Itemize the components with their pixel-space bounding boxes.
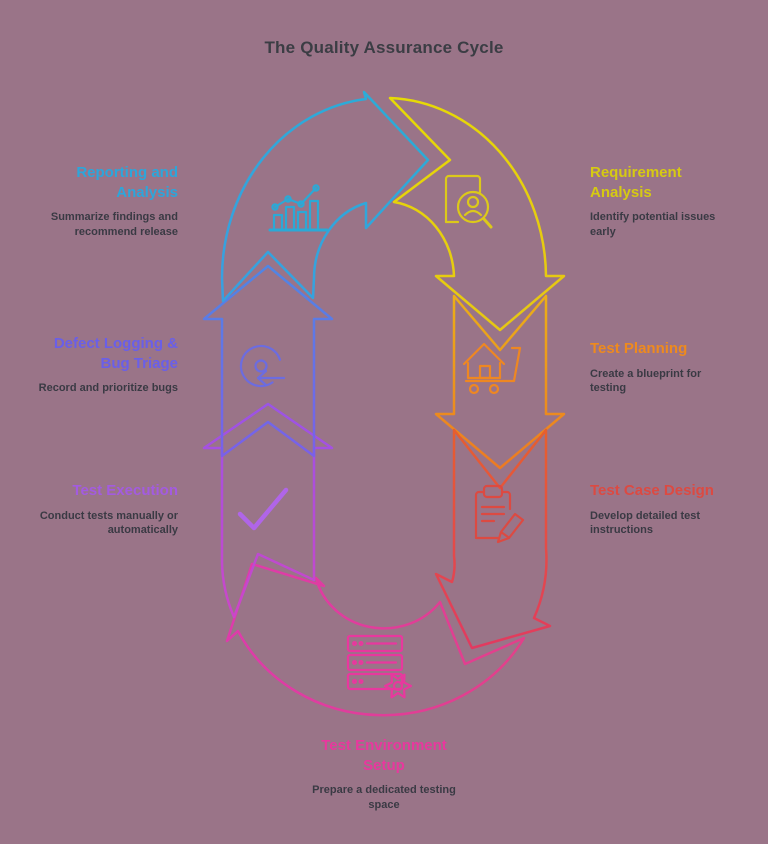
stage-description: Prepare a dedicated testing space	[312, 784, 456, 811]
stage-label: Test Environment Setup	[321, 737, 447, 774]
blueprint-cart-icon	[462, 342, 522, 395]
stage-description: Conduct tests manually or automatically	[39, 509, 178, 537]
stage-label: Reporting and Analysis	[76, 164, 178, 201]
document-search-icon	[444, 174, 493, 229]
bar-chart-icon	[268, 184, 329, 232]
stage-test-execution: Test Execution Conduct tests manually or…	[18, 481, 178, 538]
stage-defect-logging: Defect Logging & Bug Triage Record and p…	[18, 334, 178, 396]
stage-test-environment-setup: Test Environment Setup Prepare a dedicat…	[0, 736, 768, 812]
stage-test-planning: Test Planning Create a blueprint for tes…	[590, 339, 740, 396]
stage-reporting-analysis: Reporting and Analysis Summarize finding…	[38, 163, 178, 239]
arrow-segment-reporting-analysis	[220, 90, 430, 303]
stage-description: Identify potential issues early	[590, 211, 716, 238]
checkmark-icon	[237, 487, 289, 531]
stage-description: Develop detailed test instructions	[590, 509, 701, 537]
arrow-segment-requirement-analysis	[388, 96, 566, 332]
stage-description: Record and prioritize bugs	[38, 382, 178, 394]
arrow-segment-defect-logging	[202, 264, 334, 458]
arrow-segment-test-planning	[434, 294, 566, 470]
stage-label: Requirement Analysis	[590, 164, 682, 201]
stage-label: Test Planning	[590, 340, 688, 357]
stage-test-case-design: Test Case Design Develop detailed test i…	[590, 481, 750, 538]
arrow-segment-test-case-design	[434, 428, 552, 650]
clipboard-pencil-icon	[474, 484, 525, 544]
server-gear-icon	[346, 634, 413, 699]
stage-label: Test Case Design	[590, 482, 714, 499]
arrow-segment-test-execution	[202, 402, 334, 619]
rotate-arrow-icon	[239, 344, 286, 388]
stage-requirement-analysis: Requirement Analysis Identify potential …	[590, 163, 735, 239]
stage-description: Summarize findings and recommend release	[50, 211, 178, 238]
stage-label: Test Execution	[72, 482, 178, 499]
arrow-segment-test-environment-setup	[225, 562, 526, 717]
stage-label: Defect Logging & Bug Triage	[53, 335, 178, 372]
page-title: The Quality Assurance Cycle	[264, 38, 504, 57]
stage-description: Create a blueprint for testing	[590, 367, 702, 395]
